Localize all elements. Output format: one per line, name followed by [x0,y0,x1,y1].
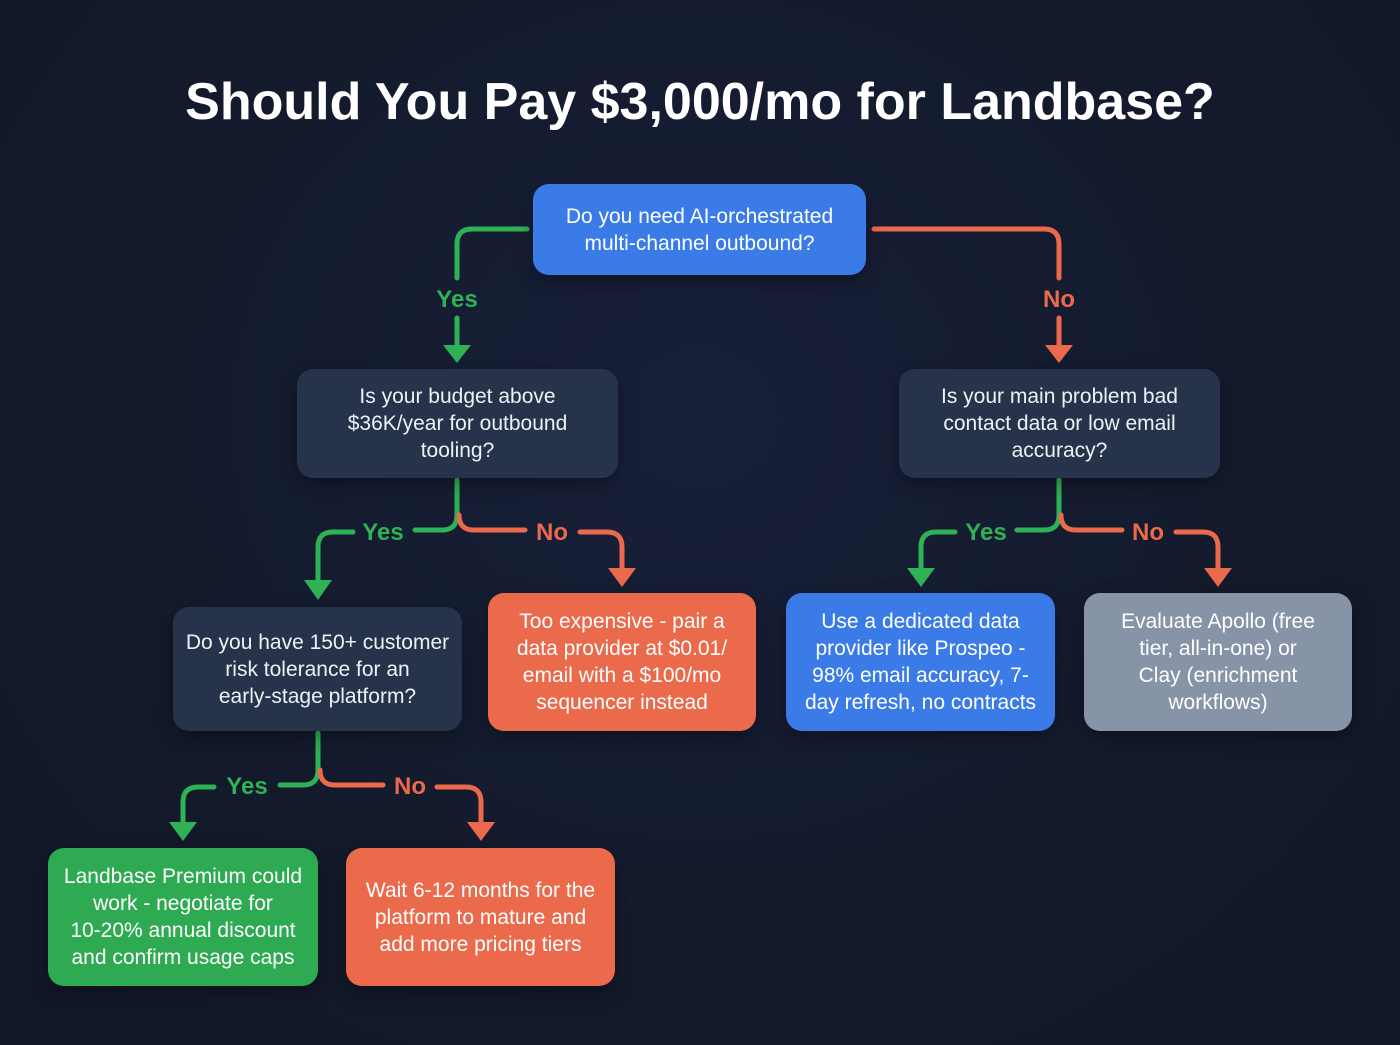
question-text: Do you have 150+ customer risk tolerance… [185,630,450,708]
arrow-head-icon [1045,345,1073,363]
edge-label-no: No [1043,286,1075,313]
arrow-head-icon [304,580,332,600]
arrow-head-icon [467,822,495,841]
edge-q4-wait [317,767,484,825]
edge-label-yes: Yes [436,286,478,313]
outcome-text: Use a dedicated data provider like Prosp… [804,610,1037,714]
arrow-head-icon [608,568,636,587]
question-risk-tolerance: Do you have 150+ customer risk tolerance… [173,607,462,731]
edge-label-yes: Yes [965,519,1007,546]
edge-label-yes: Yes [362,519,404,546]
outcome-landbase-premium: Landbase Premium could work - negotiate … [48,848,318,986]
question-text: Is your main problem bad contact data or… [941,385,1178,462]
outcome-text: Wait 6-12 months for the platform to mat… [365,878,596,956]
edge-label-yes: Yes [226,773,268,800]
question-ai-outbound: Do you need AI-orchestrated multi-channe… [533,184,866,275]
chart-title: Should You Pay $3,000/mo for Landbase? [185,73,1215,131]
outcome-text: Too expensive - pair a data provider at … [516,610,728,714]
question-text: Do you need AI-orchestrated multi-channe… [565,204,834,255]
question-contact-data: Is your main problem bad contact data or… [899,369,1220,478]
edge-q1-q2 [454,226,530,348]
arrow-head-icon [1204,568,1232,587]
question-text: Is your budget above $36K/year for outbo… [347,385,568,462]
outcome-text: Landbase Premium could work - negotiate … [63,865,303,969]
outcome-data-provider: Use a dedicated data provider like Prosp… [786,593,1055,731]
outcome-text: Evaluate Apollo (free tier, all-in-one) … [1121,610,1315,714]
edge-q1-q3 [871,226,1062,348]
edge-label-no: No [394,773,426,800]
arrow-head-icon [169,822,197,841]
outcome-wait: Wait 6-12 months for the platform to mat… [346,848,615,986]
question-budget: Is your budget above $36K/year for outbo… [297,369,618,478]
arrow-head-icon [907,568,935,587]
edge-label-no: No [536,519,568,546]
arrow-head-icon [443,345,471,363]
outcome-too-expensive: Too expensive - pair a data provider at … [488,593,756,731]
outcome-evaluate-alternatives: Evaluate Apollo (free tier, all-in-one) … [1084,593,1352,731]
edge-q3-evaluate [1058,512,1221,571]
edge-q2-too-expensive [456,512,625,571]
edge-label-no: No [1132,519,1164,546]
